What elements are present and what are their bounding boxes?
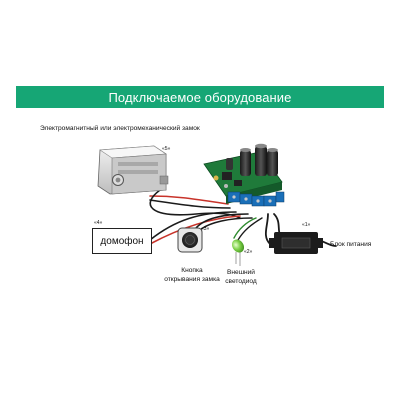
power-number: «1» <box>302 222 311 228</box>
intercom-label: домофон <box>100 235 144 247</box>
controller-board-icon <box>203 143 285 207</box>
subtitle: Электромагнитный или электромеханический… <box>40 125 200 132</box>
wire-intercom-red <box>149 215 241 245</box>
led-label-line1: Внешний <box>226 269 255 276</box>
lock-icon <box>97 145 169 195</box>
title-banner: Подключаемое оборудование <box>16 86 384 108</box>
push-button-icon <box>177 227 203 253</box>
intercom-number: «4» <box>94 220 103 226</box>
wire-intercom-black <box>149 211 237 241</box>
power-label: Блок питания <box>330 241 372 248</box>
lock-number: «5» <box>162 146 171 152</box>
led-label-line2: светодиод <box>225 278 257 285</box>
led-icon <box>231 239 245 266</box>
button-label-line2: открывания замка <box>164 276 220 283</box>
wire-lock-red <box>149 195 229 205</box>
button-label: Кнопка открывания замка <box>164 266 220 284</box>
wire-led-black <box>237 217 263 241</box>
button-label-line1: Кнопка <box>181 267 203 274</box>
led-label: Внешний светодиод <box>218 268 264 286</box>
wire-button-2 <box>199 217 253 231</box>
wire-lock-black <box>149 199 231 209</box>
intercom-box: домофон <box>92 228 152 254</box>
banner-title: Подключаемое оборудование <box>108 89 292 105</box>
button-number: «3» <box>201 226 210 232</box>
power-supply-icon <box>269 232 323 254</box>
wire-button-1 <box>195 213 249 229</box>
wire-led-green <box>233 217 257 239</box>
terminal-block <box>227 191 285 207</box>
led-number: «2» <box>244 249 253 255</box>
